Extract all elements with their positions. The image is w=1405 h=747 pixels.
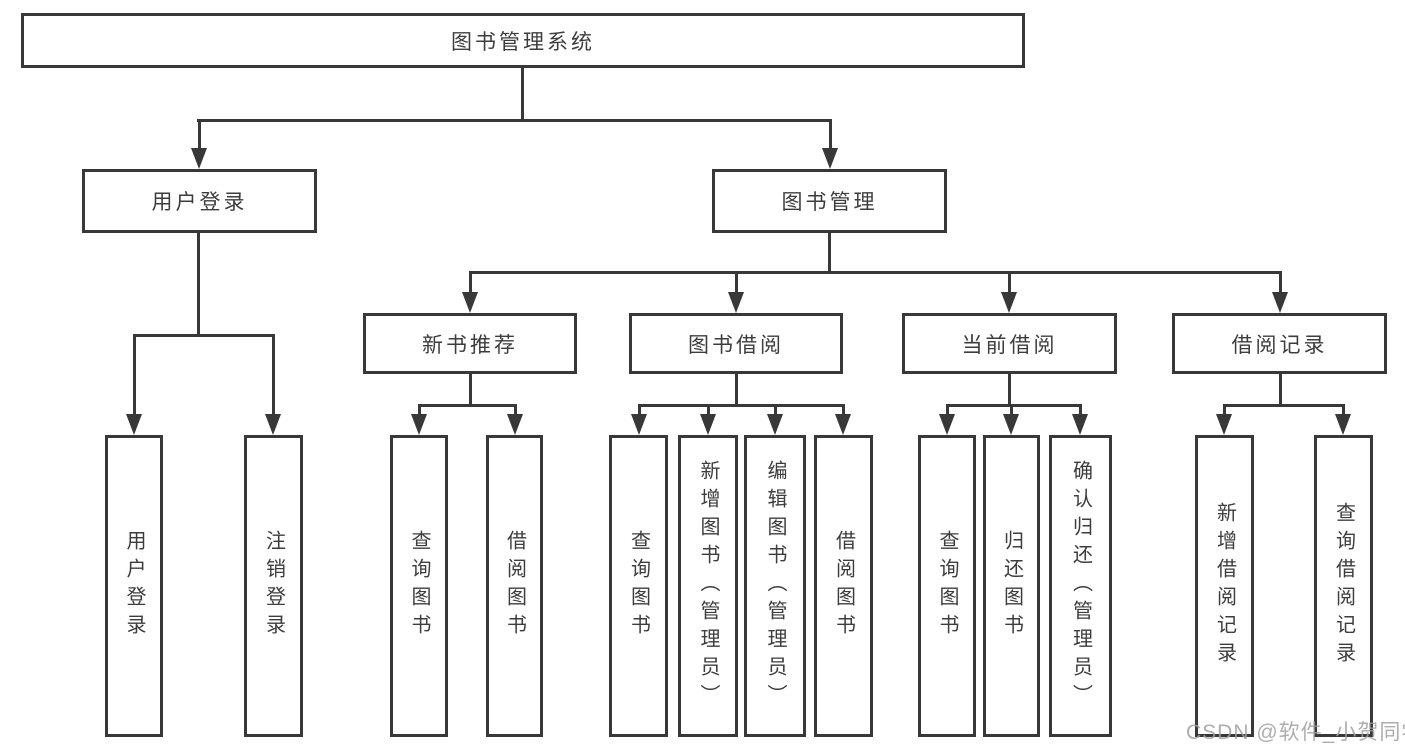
arrow-down-icon <box>631 404 647 435</box>
connector-user-login-stem <box>197 233 200 336</box>
leaf-label: 查询借阅记录 <box>1332 502 1355 670</box>
connector-book-mgmt-stem <box>828 233 831 274</box>
arrow-down-icon <box>507 404 523 435</box>
arrow-down-icon <box>1001 271 1017 313</box>
arrow-down-icon <box>1072 404 1088 435</box>
leaf-label: 注销登录 <box>262 530 285 642</box>
connector-records-stem <box>1279 374 1282 407</box>
arrow-down-icon <box>728 271 744 313</box>
node-book-borrowing: 图书借阅 <box>629 313 843 374</box>
arrow-down-icon <box>767 404 783 435</box>
arrow-down-icon <box>700 404 716 435</box>
node-library-system: 图书管理系统 <box>21 13 1025 68</box>
leaf-user-login: 用户登录 <box>105 435 163 737</box>
leaf-label: 借阅图书 <box>832 530 855 642</box>
connector-level2-bus <box>197 119 831 122</box>
arrow-down-icon <box>939 404 955 435</box>
arrow-down-icon <box>822 119 838 169</box>
connector-current-bus <box>946 404 1082 407</box>
arrow-down-icon <box>462 271 478 313</box>
node-user-login: 用户登录 <box>82 169 317 233</box>
leaf-borrow-books-recommend: 借阅图书 <box>486 435 543 737</box>
connector-recommend-bus <box>418 404 517 407</box>
arrow-down-icon <box>1216 404 1232 435</box>
leaf-label: 查询图书 <box>408 530 430 642</box>
connector-level3-bus <box>469 271 1281 274</box>
arrow-down-icon <box>411 404 427 435</box>
leaf-label: 新增借阅记录 <box>1213 502 1236 670</box>
leaf-label: 查询图书 <box>936 530 958 642</box>
arrow-down-icon <box>126 334 142 435</box>
connector-records-bus <box>1223 404 1345 407</box>
leaf-query-books-borrowing: 查询图书 <box>609 435 668 737</box>
arrow-down-icon <box>191 119 207 169</box>
arrow-down-icon <box>265 334 281 435</box>
leaf-query-borrow-record: 查询借阅记录 <box>1314 435 1373 737</box>
leaf-query-books-current: 查询图书 <box>918 435 976 737</box>
connector-borrowing-bus <box>638 404 845 407</box>
leaf-label: 新增图书（管理员） <box>697 460 719 712</box>
node-book-management: 图书管理 <box>712 169 947 233</box>
leaf-add-borrow-record: 新增借阅记录 <box>1195 435 1254 737</box>
leaf-query-books-recommend: 查询图书 <box>390 435 448 737</box>
csdn-watermark: CSDN @软件_小贺同学 <box>1186 721 1405 744</box>
leaf-add-books-admin: 新增图书（管理员） <box>678 435 738 737</box>
leaf-label: 编辑图书（管理员） <box>764 460 786 712</box>
leaf-return-books: 归还图书 <box>983 435 1040 737</box>
node-new-book-recommend: 新书推荐 <box>363 313 577 374</box>
leaf-logout: 注销登录 <box>244 435 303 737</box>
leaf-borrow-books: 借阅图书 <box>814 435 873 737</box>
leaf-label: 确认归还（管理员） <box>1069 460 1092 712</box>
leaf-label: 用户登录 <box>123 530 145 642</box>
arrow-down-icon <box>835 404 851 435</box>
node-borrow-records: 借阅记录 <box>1172 313 1387 374</box>
arrow-down-icon <box>1335 404 1351 435</box>
leaf-confirm-return-admin: 确认归还（管理员） <box>1049 435 1112 737</box>
leaf-label: 借阅图书 <box>503 530 526 642</box>
leaf-label: 查询图书 <box>627 530 650 642</box>
connector-root-stem <box>521 68 524 120</box>
arrow-down-icon <box>1272 271 1288 313</box>
connector-recommend-stem <box>469 374 472 407</box>
arrow-down-icon <box>1003 404 1019 435</box>
connector-current-stem <box>1008 374 1011 407</box>
leaf-label: 归还图书 <box>1000 530 1023 642</box>
connector-user-login-bus <box>133 334 274 337</box>
leaf-edit-books-admin: 编辑图书（管理员） <box>744 435 806 737</box>
node-current-borrowing: 当前借阅 <box>902 313 1117 374</box>
connector-borrowing-stem <box>735 374 738 407</box>
